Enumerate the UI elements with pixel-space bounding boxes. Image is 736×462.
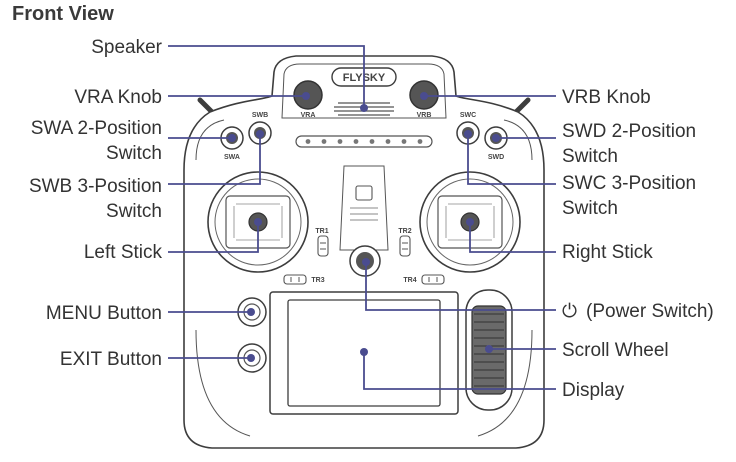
- tr1-marking: TR1: [315, 228, 328, 235]
- dot-exit-button: [247, 354, 255, 362]
- leader-speaker: [168, 45, 365, 108]
- label-swb-line2: Switch: [106, 201, 162, 222]
- label-vra-knob: VRA Knob: [74, 87, 162, 108]
- body-contour-right: [503, 119, 533, 161]
- leader-swc: [467, 134, 556, 185]
- center-grooves: [350, 207, 378, 221]
- left-antenna: [197, 97, 215, 115]
- vra-marking: VRA: [301, 112, 316, 119]
- label-swd-line1: SWD 2-Position: [562, 121, 696, 142]
- tr4-marking: TR4: [403, 277, 416, 284]
- led-indicator-bar: [295, 135, 433, 148]
- label-swd-line2: Switch: [562, 146, 618, 167]
- leader-power-switch: [365, 262, 556, 311]
- label-vrb-knob: VRB Knob: [562, 87, 651, 108]
- leader-display: [363, 352, 556, 390]
- label-swa-line1: SWA 2-Position: [31, 118, 162, 139]
- dot-swb: [256, 130, 264, 138]
- dot-vra-knob: [302, 92, 310, 100]
- dot-swc: [464, 130, 472, 138]
- label-swc-line2: Switch: [562, 198, 618, 219]
- label-speaker: Speaker: [91, 37, 162, 58]
- label-power-switch: (Power Switch): [586, 301, 714, 322]
- trim-tr4[interactable]: [421, 274, 445, 285]
- dot-swa: [228, 134, 236, 142]
- tr3-marking: TR3: [311, 277, 324, 284]
- dot-display: [360, 348, 368, 356]
- label-scroll-wheel: Scroll Wheel: [562, 340, 669, 361]
- swc-marking: SWC: [460, 112, 476, 119]
- grip-contour-left: [195, 329, 251, 437]
- trim-tr2[interactable]: [399, 235, 411, 257]
- body-contour-left: [195, 119, 225, 161]
- top-panel: [281, 63, 447, 119]
- leader-right-stick: [469, 222, 556, 253]
- dot-left-stick: [254, 218, 262, 226]
- trim-tr1[interactable]: [317, 235, 329, 257]
- swa-marking: SWA: [224, 154, 240, 161]
- right-antenna: [513, 97, 531, 115]
- leader-swb: [168, 134, 261, 185]
- center-latch: [355, 185, 373, 201]
- dot-scroll-wheel: [485, 345, 493, 353]
- vrb-marking: VRB: [417, 112, 432, 119]
- dot-menu-button: [247, 308, 255, 316]
- dot-power-switch: [362, 258, 370, 266]
- label-menu-button: MENU Button: [46, 303, 162, 324]
- swb-marking: SWB: [252, 112, 268, 119]
- label-exit-button: EXIT Button: [60, 349, 162, 370]
- diagram-title: Front View: [12, 3, 114, 25]
- power-symbol-icon: ⏻: [562, 301, 577, 322]
- label-swb-line1: SWB 3-Position: [29, 176, 162, 197]
- center-column: [339, 165, 389, 251]
- label-left-stick: Left Stick: [84, 242, 163, 263]
- dot-vrb-knob: [420, 92, 428, 100]
- dot-speaker: [360, 104, 368, 112]
- trim-tr3[interactable]: [283, 274, 307, 285]
- tr2-marking: TR2: [398, 228, 411, 235]
- dot-swd: [492, 134, 500, 142]
- led-indicators: [305, 139, 423, 144]
- dot-right-stick: [466, 218, 474, 226]
- label-swa-line2: Switch: [106, 143, 162, 164]
- label-right-stick: Right Stick: [562, 242, 653, 263]
- swd-marking: SWD: [488, 154, 504, 161]
- leader-left-stick: [168, 222, 259, 253]
- label-swc-line1: SWC 3-Position: [562, 173, 696, 194]
- label-display: Display: [562, 380, 625, 401]
